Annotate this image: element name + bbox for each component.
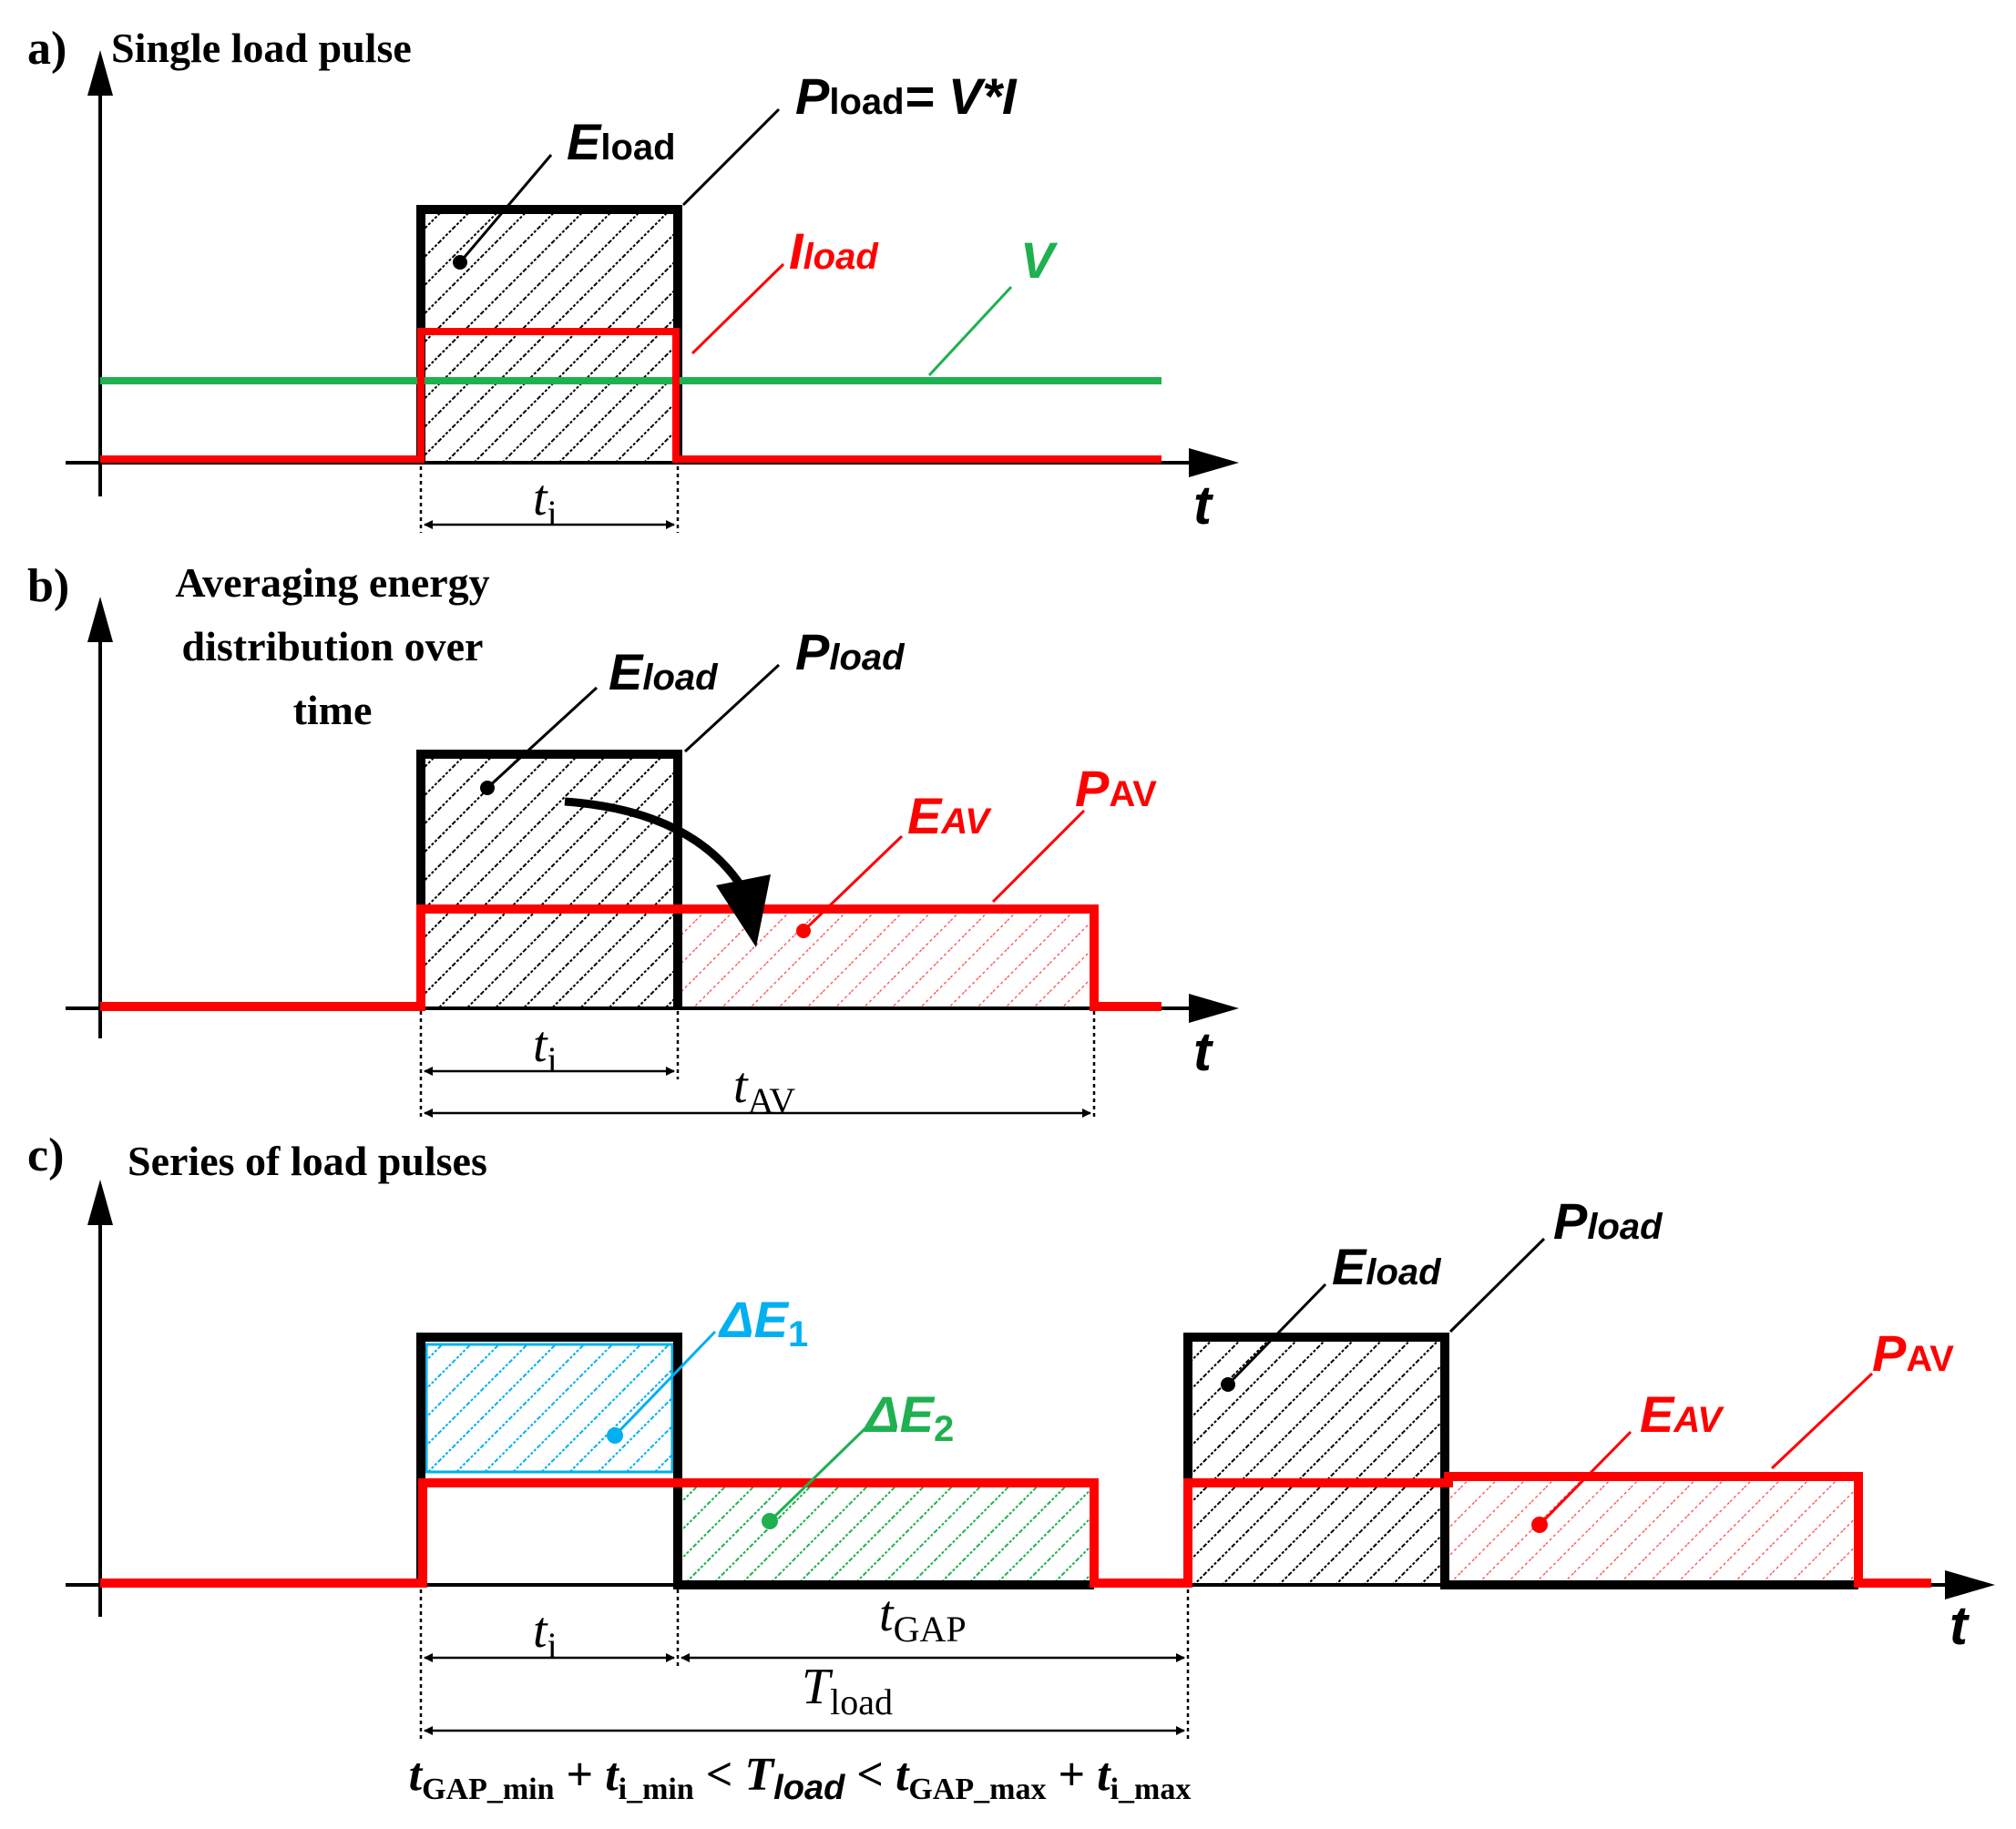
panel-b-eload-label: Eload xyxy=(609,643,719,700)
panel-b: b) Averaging energy distribution over ti… xyxy=(27,559,1239,1121)
panel-b-averaging-arrow xyxy=(564,797,746,891)
panel-a-title: Single load pulse xyxy=(111,25,412,71)
panel-c-pload-label: Pload xyxy=(1553,1192,1663,1250)
panel-c-t-axis-label: t xyxy=(1949,1595,1970,1656)
panel-a-t-axis-label: t xyxy=(1193,475,1214,536)
panel-a-current-pulse xyxy=(100,328,1162,463)
panel-c-x-arrowhead xyxy=(1945,1570,1995,1599)
panel-c-pav-leader xyxy=(1770,1372,1874,1470)
panel-c-delta-e2-label: ΔE2 xyxy=(864,1385,954,1449)
panel-b-pload-label: Pload xyxy=(795,623,906,680)
panel-c-tag: c) xyxy=(27,1129,64,1181)
panel-a-eload-label: Eload xyxy=(567,113,676,170)
panel-c-y-arrowhead xyxy=(87,1180,113,1225)
panel-b-eload-area xyxy=(421,756,678,1006)
panel-b-title-line-3: time xyxy=(293,687,373,733)
panel-c-eav-dot xyxy=(1531,1517,1548,1533)
panel-a-iload-label: Iload xyxy=(789,222,879,280)
panel-c-pav-label: PAV xyxy=(1872,1324,1954,1382)
panel-c-average-power xyxy=(100,1472,1931,1588)
panel-c-second-eload-area xyxy=(1188,1339,1445,1583)
panel-c-first-power-pulse xyxy=(416,1333,1094,1589)
panel-c-delta-e2-leader xyxy=(768,1426,867,1523)
panel-b-averaging-arrowhead xyxy=(716,874,771,947)
panel-c-eload-leader xyxy=(1226,1282,1327,1386)
panel-a-pload-label: Pload= V*I xyxy=(795,67,1018,125)
panel-c: c) Series of load pulses ΔE1 ΔE2 Eload P… xyxy=(27,1129,1995,1807)
panel-a-ti-label: ti xyxy=(533,470,558,534)
panel-b-title-line-2: distribution over xyxy=(182,623,484,669)
panel-c-delta-e2-area xyxy=(678,1485,1092,1582)
panel-c-delta-e1-leader xyxy=(613,1330,717,1437)
panel-b-x-arrowhead xyxy=(1189,994,1239,1023)
panel-c-eav-label: EAV xyxy=(1640,1385,1724,1443)
panel-b-eav-label: EAV xyxy=(907,787,992,844)
panel-b-y-arrowhead xyxy=(87,597,113,642)
panel-b-tag: b) xyxy=(27,560,69,612)
panel-c-ti-label: ti xyxy=(533,1602,558,1666)
panel-c-delta-e1-area xyxy=(425,1343,674,1474)
panel-a-iload-leader xyxy=(691,262,785,355)
panel-a-v-label: V xyxy=(1020,231,1059,289)
panel-c-delta-e2-dot xyxy=(762,1513,778,1529)
panel-b-t-axis-label: t xyxy=(1193,1021,1214,1082)
panel-a-v-leader xyxy=(927,285,1013,377)
panel-c-title: Series of load pulses xyxy=(128,1138,487,1184)
panel-b-eload-dot xyxy=(480,781,495,795)
panel-b-pload-leader xyxy=(683,663,781,753)
panel-b-title-line-1: Averaging energy xyxy=(175,559,489,606)
panel-a-x-arrowhead xyxy=(1189,448,1239,477)
panel-a-y-arrowhead xyxy=(87,50,113,96)
panel-c-delta-e1-dot xyxy=(607,1427,623,1444)
panel-c-delta-e1-label: ΔE1 xyxy=(718,1291,808,1354)
panel-c-eload-dot xyxy=(1221,1377,1235,1392)
panel-c-eav-area xyxy=(1445,1476,1855,1583)
panel-b-eav-area xyxy=(678,911,1092,1006)
panel-b-eav-dot xyxy=(796,924,811,938)
panel-c-tload-label: Tload xyxy=(802,1659,893,1722)
panel-a-energy-area xyxy=(421,211,678,463)
panel-b-tav-label: tAV xyxy=(733,1058,795,1121)
panel-b-pav-label: PAV xyxy=(1075,760,1157,817)
panel-b-eload-leader xyxy=(486,686,599,790)
panel-a-eload-dot xyxy=(453,255,467,270)
panel-c-tgap-label: tGAP xyxy=(879,1586,967,1650)
panel-c-formula: tGAP_min + ti_min < Tload < tGAP_max + t… xyxy=(409,1749,1192,1807)
panel-c-eload-label: Eload xyxy=(1332,1238,1442,1295)
panel-c-pload-leader xyxy=(1448,1237,1546,1333)
panel-b-pav-leader xyxy=(991,809,1086,904)
panel-b-eav-leader xyxy=(802,834,904,933)
panel-b-ti-label: ti xyxy=(533,1017,558,1080)
panel-c-eav-leader xyxy=(1538,1430,1632,1527)
panel-a-pload-leader xyxy=(681,107,781,207)
panel-a-tag: a) xyxy=(27,23,67,75)
panel-c-second-power-pulse xyxy=(1183,1333,1858,1589)
panel-a-eload-leader xyxy=(458,154,553,263)
panel-a: a) Single load pulse Eload Pload= V*I Il… xyxy=(27,23,1239,536)
